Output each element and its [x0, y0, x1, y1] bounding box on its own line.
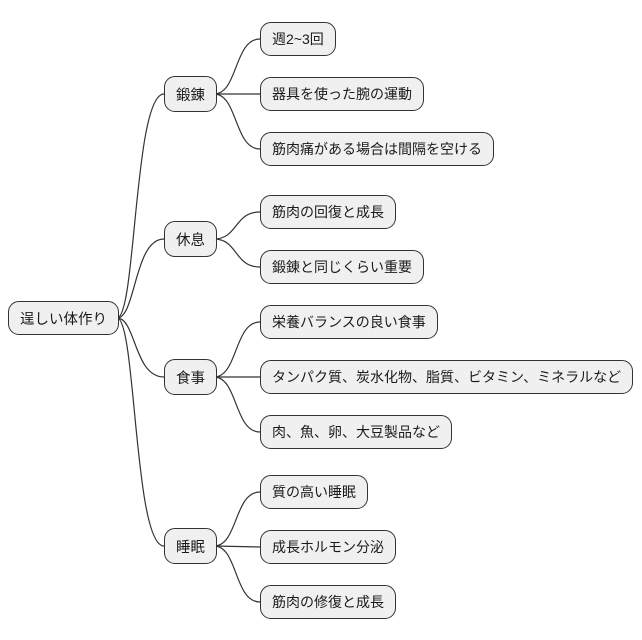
edge-rest-2 [213, 238, 261, 268]
leaf-node-sleep-hormone: 成長ホルモン分泌 [260, 530, 396, 564]
leaf-node-training-frequency: 週2~3回 [260, 22, 336, 56]
edge-training-3 [213, 93, 261, 150]
edge-sleep-2 [213, 545, 261, 548]
edge-sleep-1 [213, 491, 261, 547]
leaf-node-training-soreness: 筋肉痛がある場合は間隔を空ける [260, 132, 494, 166]
leaf-node-sleep-repair: 筋肉の修復と成長 [260, 585, 396, 619]
edge-diet-3 [213, 376, 261, 433]
leaf-node-training-equipment: 器具を使った腕の運動 [260, 77, 424, 111]
leaf-node-diet-nutrients: タンパク質、炭水化物、脂質、ビタミン、ミネラルなど [260, 360, 634, 394]
edge-sleep-3 [213, 545, 261, 603]
leaf-node-diet-foods: 肉、魚、卵、大豆製品など [260, 415, 452, 449]
leaf-node-rest-recovery: 筋肉の回復と成長 [260, 195, 396, 229]
edge-diet-1 [213, 321, 261, 378]
branch-node-sleep: 睡眠 [164, 528, 217, 564]
edge-root-training [116, 93, 165, 319]
edge-root-rest [116, 238, 165, 319]
branch-node-diet: 食事 [164, 359, 217, 395]
leaf-node-diet-balance: 栄養バランスの良い食事 [260, 305, 438, 339]
branch-node-rest: 休息 [164, 221, 217, 257]
branch-node-training: 鍛錬 [164, 76, 217, 112]
leaf-node-rest-importance: 鍛錬と同じくらい重要 [260, 250, 424, 284]
mindmap-root-node: 逞しい体作り [8, 301, 119, 335]
edge-root-diet [116, 317, 165, 378]
edge-rest-1 [213, 211, 261, 240]
leaf-node-sleep-quality: 質の高い睡眠 [260, 475, 368, 509]
edge-training-1 [213, 38, 261, 95]
edge-root-sleep [116, 317, 165, 547]
